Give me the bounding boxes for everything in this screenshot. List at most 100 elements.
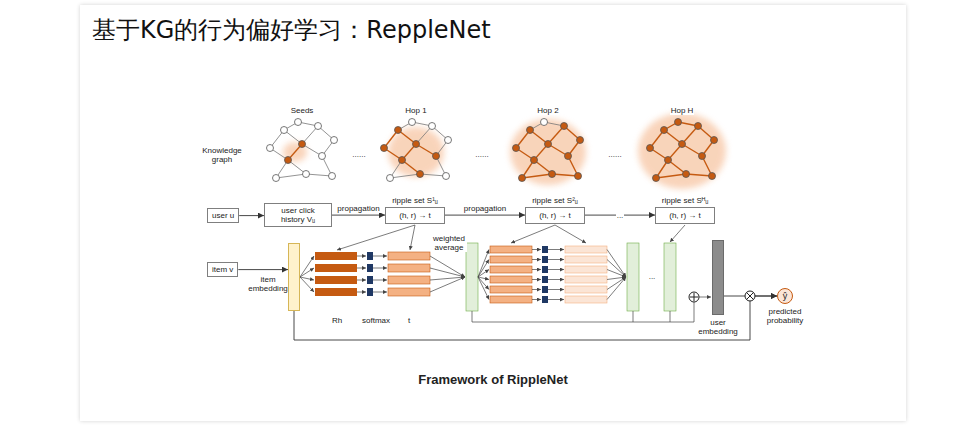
edge-label: propagation — [463, 204, 507, 213]
graph-entity — [683, 171, 690, 178]
relation-head-bar — [315, 252, 357, 260]
attention-weight — [542, 296, 548, 303]
graph-edge — [656, 174, 686, 178]
relation-head-bar — [490, 296, 532, 303]
attention-weight — [367, 252, 373, 260]
process-box: item v — [207, 262, 238, 277]
relation-head-bar — [490, 246, 532, 253]
figure-label: Hop H — [670, 106, 695, 115]
flow-arrow — [548, 249, 564, 250]
attention-weight — [542, 276, 548, 283]
graph-edge — [686, 174, 712, 176]
tail-bar — [565, 246, 607, 253]
attention-weight — [367, 288, 373, 296]
graph-entity — [381, 145, 388, 152]
ripple-set-node: ripple set Sᴴᵤ(h, r) → t — [655, 196, 715, 224]
fan-line — [478, 277, 489, 300]
figure-caption: Framework of RippleNet — [418, 372, 568, 387]
flow-arrow — [373, 268, 387, 269]
prediction-circle: ŷ — [777, 288, 793, 304]
tail-bar — [565, 276, 607, 283]
hop-response-bar — [664, 243, 676, 311]
fan-line — [300, 256, 314, 277]
graph-edge — [552, 174, 578, 176]
graph-entity — [675, 119, 682, 126]
graph-entity — [711, 137, 718, 144]
relation-head-bar — [490, 266, 532, 273]
graph-entity — [273, 175, 280, 182]
prediction-symbol: ŷ — [783, 291, 788, 301]
ripple-link — [555, 225, 586, 243]
graph-entity — [709, 173, 716, 180]
flow-arrow — [548, 259, 564, 260]
triple-text: (h, r) → t — [669, 211, 701, 220]
ripple-set-box: (h, r) → t — [525, 207, 585, 224]
graph-entity — [445, 137, 452, 144]
flow-arrow — [373, 256, 387, 257]
ripple-set-title: ripple set S¹ᵤ — [385, 196, 445, 206]
embedding-bar — [712, 240, 724, 315]
weighted-sum-line — [430, 268, 465, 277]
sum-circle — [689, 292, 699, 302]
graph-entity — [315, 123, 322, 130]
ripple-link — [511, 225, 555, 243]
knowledge-graph — [638, 113, 726, 189]
ripple-set-box: (h, r) → t — [385, 207, 445, 224]
graph-entity — [331, 137, 338, 144]
graph-entity — [661, 127, 668, 134]
graph-entity — [575, 173, 582, 180]
triple-text: (h, r) → t — [399, 211, 431, 220]
figure-label: softmax — [361, 316, 391, 325]
attention-weight — [542, 246, 548, 253]
flow-arrow — [532, 269, 541, 270]
flow-arrow — [357, 268, 366, 269]
graph-entity — [319, 153, 326, 160]
tail-bar — [565, 266, 607, 273]
graph-entity — [653, 175, 660, 182]
graph-entity — [387, 175, 394, 182]
graph-entity — [299, 141, 306, 148]
ripple-link — [337, 225, 415, 250]
weighted-sum-line — [607, 270, 626, 278]
graph-entity — [699, 153, 706, 160]
graph-edge — [306, 174, 332, 176]
figure-label: Hop 2 — [536, 106, 559, 115]
graph-entity — [541, 119, 548, 126]
flow-arrow — [548, 299, 564, 300]
sum-cross — [690, 293, 698, 301]
flow-arrow — [373, 280, 387, 281]
embedding-node: user embedding — [696, 240, 740, 315]
graph-entity — [303, 171, 310, 178]
graph-edge — [276, 174, 306, 178]
fan-line — [300, 277, 314, 292]
tail-bar — [388, 276, 430, 284]
figure-label: Seeds — [290, 106, 315, 115]
prediction-label: predicted probability — [760, 307, 810, 325]
process-box: user click history Vᵤ — [264, 203, 332, 227]
connector — [239, 215, 264, 216]
figure-label: ...... — [351, 150, 366, 159]
graph-entity — [531, 157, 538, 164]
relation-head-bar — [315, 264, 357, 272]
figure-label: t — [407, 316, 411, 325]
prediction-node: ŷ predicted probability — [760, 288, 810, 325]
relation-head-bar — [490, 256, 532, 263]
knowledge-graph — [510, 119, 586, 186]
weighted-sum-line — [607, 260, 626, 278]
graph-entity — [329, 173, 336, 180]
sum-to-user-line — [699, 297, 711, 298]
tail-bar — [565, 296, 607, 303]
graph-entity — [417, 171, 424, 178]
graph-entity — [519, 175, 526, 182]
triple-text: (h, r) → t — [539, 211, 571, 220]
weighted-sum-line — [607, 277, 626, 290]
graph-entity — [695, 123, 702, 130]
connector — [332, 215, 385, 216]
graph-entity — [399, 157, 406, 164]
graph-entity — [565, 153, 572, 160]
connector — [445, 215, 525, 216]
fan-line — [478, 260, 489, 278]
flow-arrow — [357, 280, 366, 281]
graph-entity — [285, 157, 292, 164]
